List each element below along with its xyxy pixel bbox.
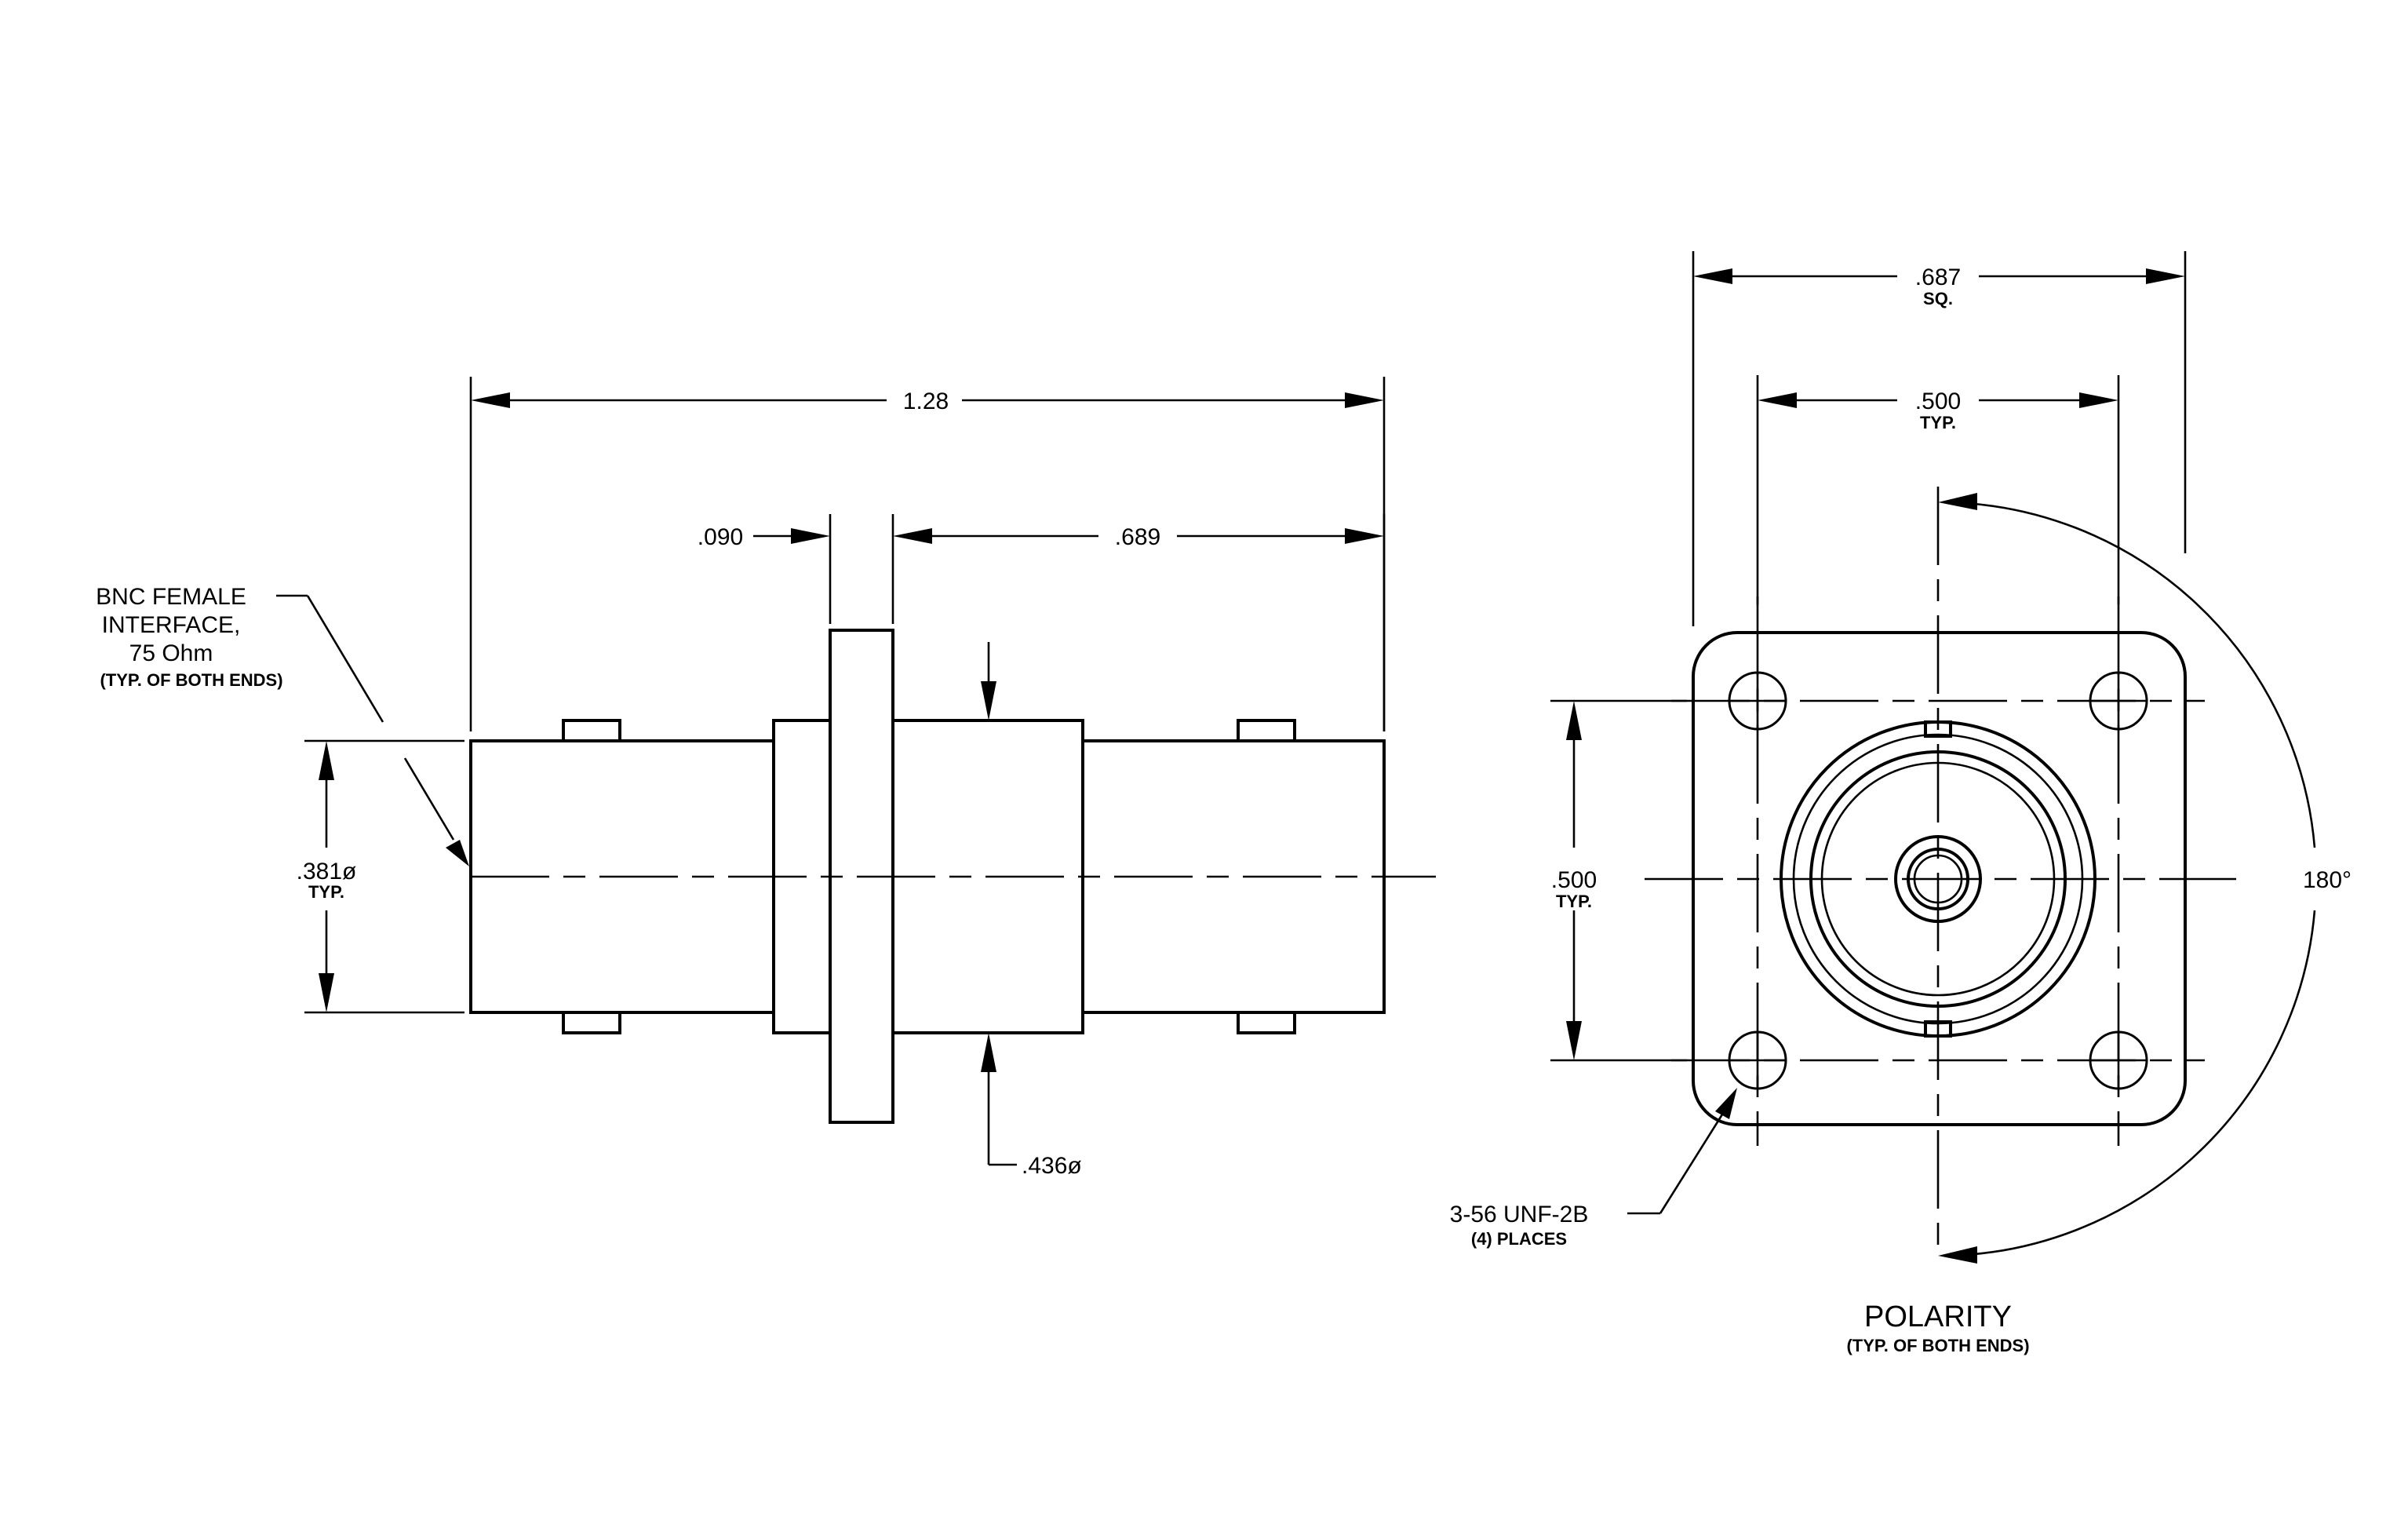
angle-label: 180° (2303, 867, 2352, 893)
barrel-diameter-typ: TYP. (308, 882, 344, 902)
flange-size-label: .687 (1915, 264, 1961, 290)
right-top-stud (1237, 719, 1296, 742)
dim-barrel-diameter (304, 739, 464, 1014)
overall-length-label: 1.28 (903, 388, 949, 414)
dim-hole-spacing-vertical (1550, 699, 1687, 1062)
polarity-subtitle: (TYP. OF BOTH ENDS) (1846, 1336, 2029, 1355)
end-view (1645, 487, 2236, 1256)
dim-flange-and-body (753, 514, 1386, 731)
right-bottom-stud (1237, 1011, 1296, 1034)
flange-size-sq: SQ. (1923, 289, 1953, 308)
polarity-title: POLARITY (1864, 1300, 2012, 1333)
body-diameter-label: .436ø (1022, 1153, 1082, 1179)
dim-flange-size (1692, 251, 2187, 626)
thread-note-label: 3-56 UNF-2B (1450, 1202, 1589, 1227)
dim-body-diameter (981, 642, 1017, 1166)
body-length-label: .689 (1115, 524, 1160, 550)
thread-note-leader (1627, 1088, 1737, 1215)
left-top-stud (562, 719, 621, 742)
left-bottom-stud (562, 1011, 621, 1034)
dim-hole-spacing-horizontal (1756, 375, 2120, 604)
interface-note-sub: (TYP. OF BOTH ENDS) (100, 670, 282, 690)
barrel-diameter-label: .381ø (297, 859, 357, 885)
hole-spacing-v-label: .500 (1551, 867, 1597, 893)
interface-note-line-1: BNC FEMALE (96, 584, 246, 610)
hole-spacing-h-typ: TYP. (1920, 413, 1956, 432)
flange-thickness-label: .090 (698, 524, 743, 550)
hole-spacing-v-typ: TYP. (1556, 892, 1592, 911)
interface-note-line-3: 75 Ohm (129, 640, 213, 666)
interface-note-line-2: INTERFACE, (102, 612, 241, 638)
hole-spacing-h-label: .500 (1915, 388, 1961, 414)
thread-note-places: (4) PLACES (1471, 1229, 1567, 1249)
interface-note-leader (276, 594, 469, 866)
side-view (469, 629, 1436, 1124)
polarity-arc (1938, 493, 2316, 1264)
